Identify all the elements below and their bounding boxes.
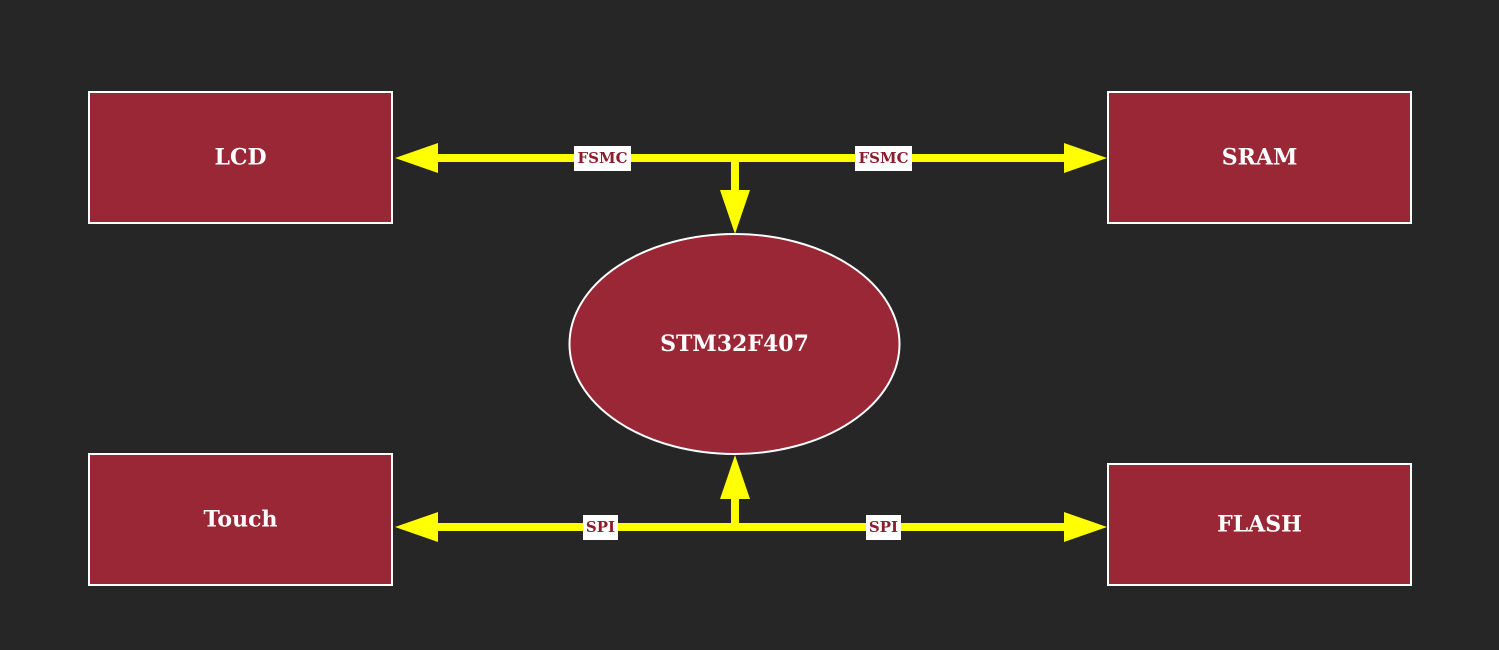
node-touch-box [88, 453, 393, 586]
node-flash: FLASH [1107, 463, 1412, 586]
node-sram: SRAM [1107, 91, 1412, 224]
node-mcu: STM32F407 [568, 233, 901, 455]
node-flash-box [1107, 463, 1412, 586]
node-lcd: LCD [88, 91, 393, 224]
edge-label-sram-text: FSMC [858, 149, 908, 167]
mcu-top-arrowhead [720, 190, 750, 234]
edge-label-sram-bg [855, 146, 912, 171]
edge-label-lcd-bg [574, 146, 631, 171]
edge-label-lcd: FSMC [574, 146, 631, 171]
node-touch-label: Touch [204, 507, 278, 533]
fsmc-bus [395, 143, 1107, 234]
node-touch: Touch [88, 453, 393, 586]
lcd-arrowhead [395, 143, 438, 173]
node-mcu-ellipse [568, 233, 901, 455]
touch-arrowhead [395, 512, 438, 542]
edge-label-lcd-text: FSMC [577, 149, 627, 167]
edge-label-touch-text: SPI [586, 518, 615, 536]
node-mcu-label: STM32F407 [660, 331, 809, 357]
sram-arrowhead [1064, 143, 1107, 173]
node-flash-label: FLASH [1217, 512, 1302, 538]
edge-label-sram: FSMC [855, 146, 912, 171]
spi-bus [395, 455, 1107, 542]
mcu-bottom-arrowhead [720, 455, 750, 499]
edge-label-touch-bg [583, 515, 618, 540]
node-lcd-box [88, 91, 393, 224]
node-sram-label: SRAM [1222, 145, 1298, 171]
edge-label-flash-text: SPI [869, 518, 898, 536]
node-lcd-label: LCD [214, 145, 266, 171]
edge-label-flash-bg [866, 515, 901, 540]
edge-label-touch: SPI [583, 515, 618, 540]
edge-label-flash: SPI [866, 515, 901, 540]
flash-arrowhead [1064, 512, 1107, 542]
node-sram-box [1107, 91, 1412, 224]
